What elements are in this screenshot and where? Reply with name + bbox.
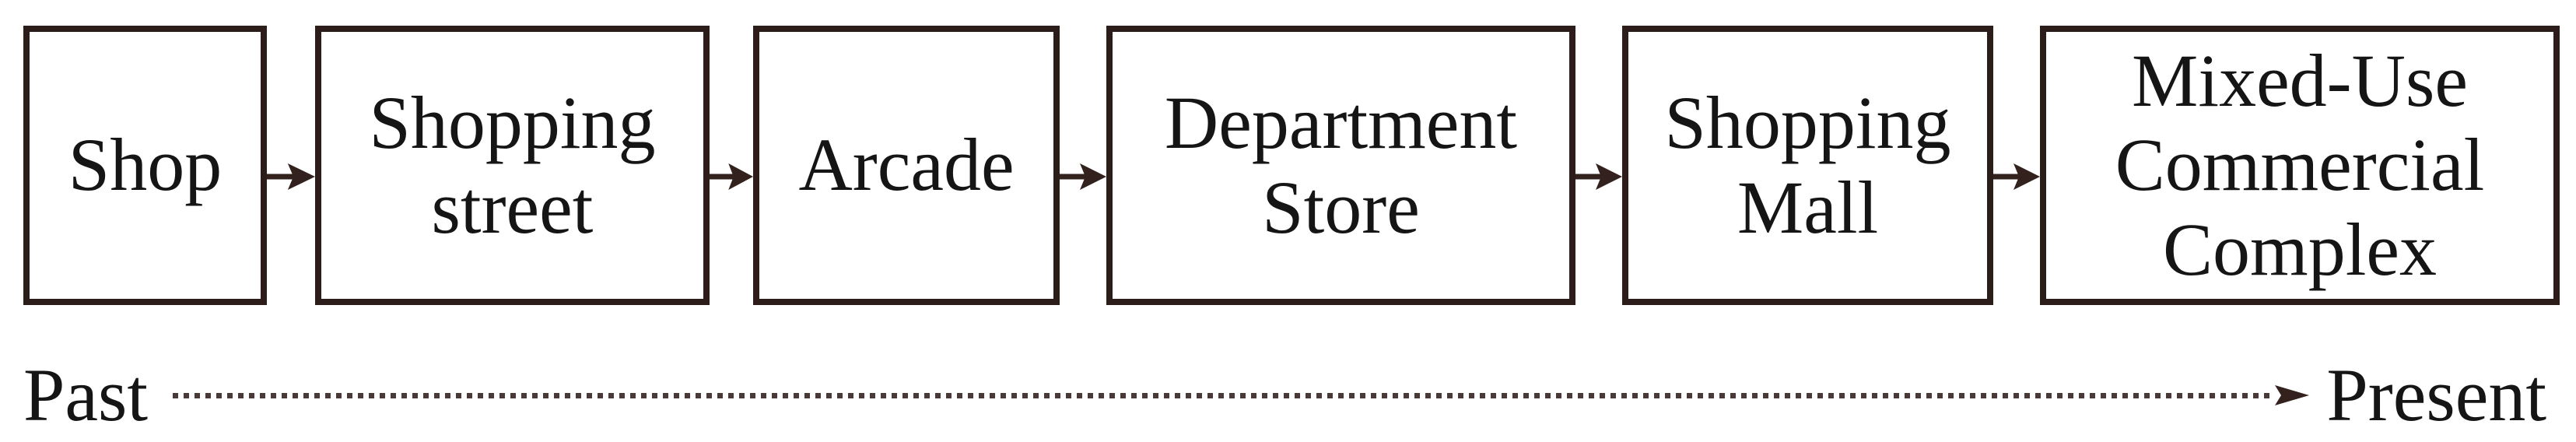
flow-box-label: Arcade	[798, 123, 1014, 207]
box-label-line: Shopping	[1664, 81, 1951, 165]
flow-connector	[1993, 26, 2040, 305]
flow-box-shopping-street: Shopping street	[315, 26, 710, 305]
box-label-line: Shop	[68, 123, 223, 207]
flow-connector	[267, 26, 315, 305]
flow-box-label: Shopping street	[369, 81, 655, 250]
box-label-line: Complex	[2163, 207, 2437, 291]
timeline-arrowhead-icon	[2275, 385, 2310, 405]
right-arrow-icon	[710, 163, 753, 190]
flow-box-arcade: Arcade	[753, 26, 1060, 305]
right-arrow-icon	[1575, 163, 1622, 190]
box-label-line: Department	[1164, 81, 1518, 165]
timeline: Past Present	[23, 352, 2546, 439]
timeline-dotted-line	[173, 392, 2276, 398]
box-label-line: Arcade	[798, 123, 1015, 207]
flow-box-shopping-mall: Shopping Mall	[1622, 26, 1993, 305]
flow-box-label: Mixed-Use Commercial Complex	[2115, 39, 2485, 292]
flow-box-label: Shop	[68, 123, 222, 207]
flow-box-shop: Shop	[23, 26, 267, 305]
right-arrow-icon	[267, 163, 315, 190]
flow-box-label: Shopping Mall	[1664, 81, 1950, 250]
flow-connector	[1060, 26, 1106, 305]
box-label-line: Commercial	[2115, 123, 2485, 207]
flow-box-department-store: Department Store	[1106, 26, 1575, 305]
flow-connector	[710, 26, 753, 305]
box-label-line: Mixed-Use	[2132, 38, 2468, 122]
timeline-past-label: Past	[23, 353, 149, 437]
box-label-line: Store	[1262, 165, 1420, 249]
box-label-line: Mall	[1737, 165, 1879, 249]
box-label-line: Shopping	[369, 81, 656, 165]
flow-connector	[1575, 26, 1622, 305]
flow-box-mixed-use-commercial-complex: Mixed-Use Commercial Complex	[2040, 26, 2560, 305]
timeline-present-label: Present	[2326, 353, 2546, 437]
timeline-track	[173, 380, 2310, 411]
flow-box-label: Department Store	[1165, 81, 1517, 250]
right-arrow-icon	[1993, 163, 2040, 190]
right-arrow-icon	[1060, 163, 1106, 190]
flow-diagram: Shop Shopping street Arcade Depa	[23, 26, 2560, 305]
box-label-line: street	[431, 165, 594, 249]
